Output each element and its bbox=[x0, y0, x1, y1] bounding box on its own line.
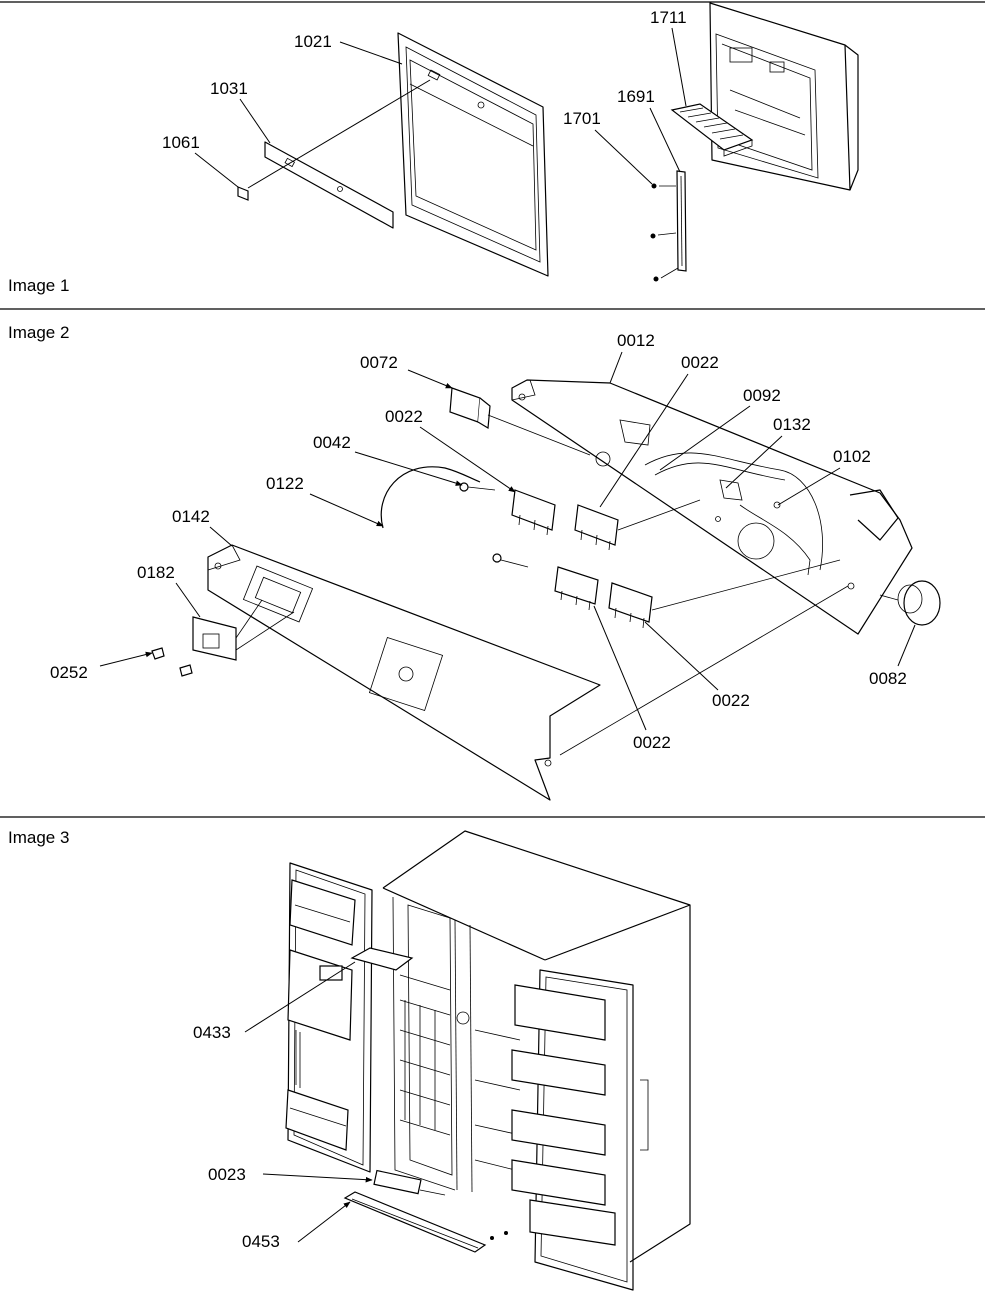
part-left-door bbox=[285, 862, 373, 1173]
part-frame-1021 bbox=[397, 32, 549, 277]
callout-0092: 0092 bbox=[743, 386, 781, 405]
part-grille-0453 bbox=[343, 1191, 508, 1253]
part-tray-0433 bbox=[350, 947, 414, 971]
part-grille-1711 bbox=[670, 103, 754, 157]
callout-0022-a: 0022 bbox=[385, 407, 423, 426]
part-clip-1061 bbox=[237, 186, 249, 201]
panel-title: Image 3 bbox=[8, 828, 69, 847]
callout-0012: 0012 bbox=[617, 331, 655, 350]
part-switch-0023 bbox=[373, 1169, 446, 1196]
part-bracket-0182 bbox=[192, 599, 295, 661]
part-right-door bbox=[511, 969, 649, 1291]
panel-image-3: Image 3 bbox=[8, 828, 691, 1291]
callout-0453: 0453 bbox=[242, 1232, 280, 1251]
callout-0142: 0142 bbox=[172, 507, 210, 526]
part-bar-1691 bbox=[676, 170, 687, 272]
part-switch-0022-b bbox=[574, 499, 701, 551]
callout-0022-b: 0022 bbox=[681, 353, 719, 372]
callout-1031: 1031 bbox=[210, 79, 248, 98]
part-wire-0122 bbox=[380, 466, 481, 529]
callout-0082: 0082 bbox=[869, 669, 907, 688]
callout-1691: 1691 bbox=[617, 87, 655, 106]
callout-0252: 0252 bbox=[50, 663, 88, 682]
part-switch-0022-a bbox=[511, 489, 556, 536]
panel-image-1: Image 1 bbox=[8, 2, 859, 295]
callout-0022-d: 0022 bbox=[633, 733, 671, 752]
callout-1701: 1701 bbox=[563, 109, 601, 128]
part-screws-0252 bbox=[151, 647, 193, 677]
part-block-0072 bbox=[449, 387, 591, 456]
callout-0433: 0433 bbox=[193, 1023, 231, 1042]
callout-0022-c: 0022 bbox=[712, 691, 750, 710]
callout-0182: 0182 bbox=[137, 563, 175, 582]
part-switch-0022-c bbox=[554, 566, 599, 611]
callout-0122: 0122 bbox=[266, 474, 304, 493]
callout-1061: 1061 bbox=[162, 133, 200, 152]
part-refrigerator-cabinet bbox=[382, 830, 691, 1263]
part-dispenser-housing bbox=[709, 2, 859, 191]
part-screws-1701 bbox=[650, 183, 679, 282]
callout-1711: 1711 bbox=[650, 8, 687, 27]
callout-0132: 0132 bbox=[773, 415, 811, 434]
part-strip-1031 bbox=[264, 141, 394, 229]
panel-title: Image 1 bbox=[8, 276, 69, 295]
callout-0023: 0023 bbox=[208, 1165, 246, 1184]
callout-0042: 0042 bbox=[313, 433, 351, 452]
callout-0102: 0102 bbox=[833, 447, 871, 466]
panel-title: Image 2 bbox=[8, 323, 69, 342]
callout-1021: 1021 bbox=[294, 32, 332, 51]
part-knob-0082 bbox=[879, 580, 941, 626]
part-plate-0142 bbox=[207, 544, 849, 801]
panel-image-2: Image 2 bbox=[8, 323, 941, 801]
callout-0072: 0072 bbox=[360, 353, 398, 372]
part-switch-0022-d bbox=[608, 559, 841, 629]
